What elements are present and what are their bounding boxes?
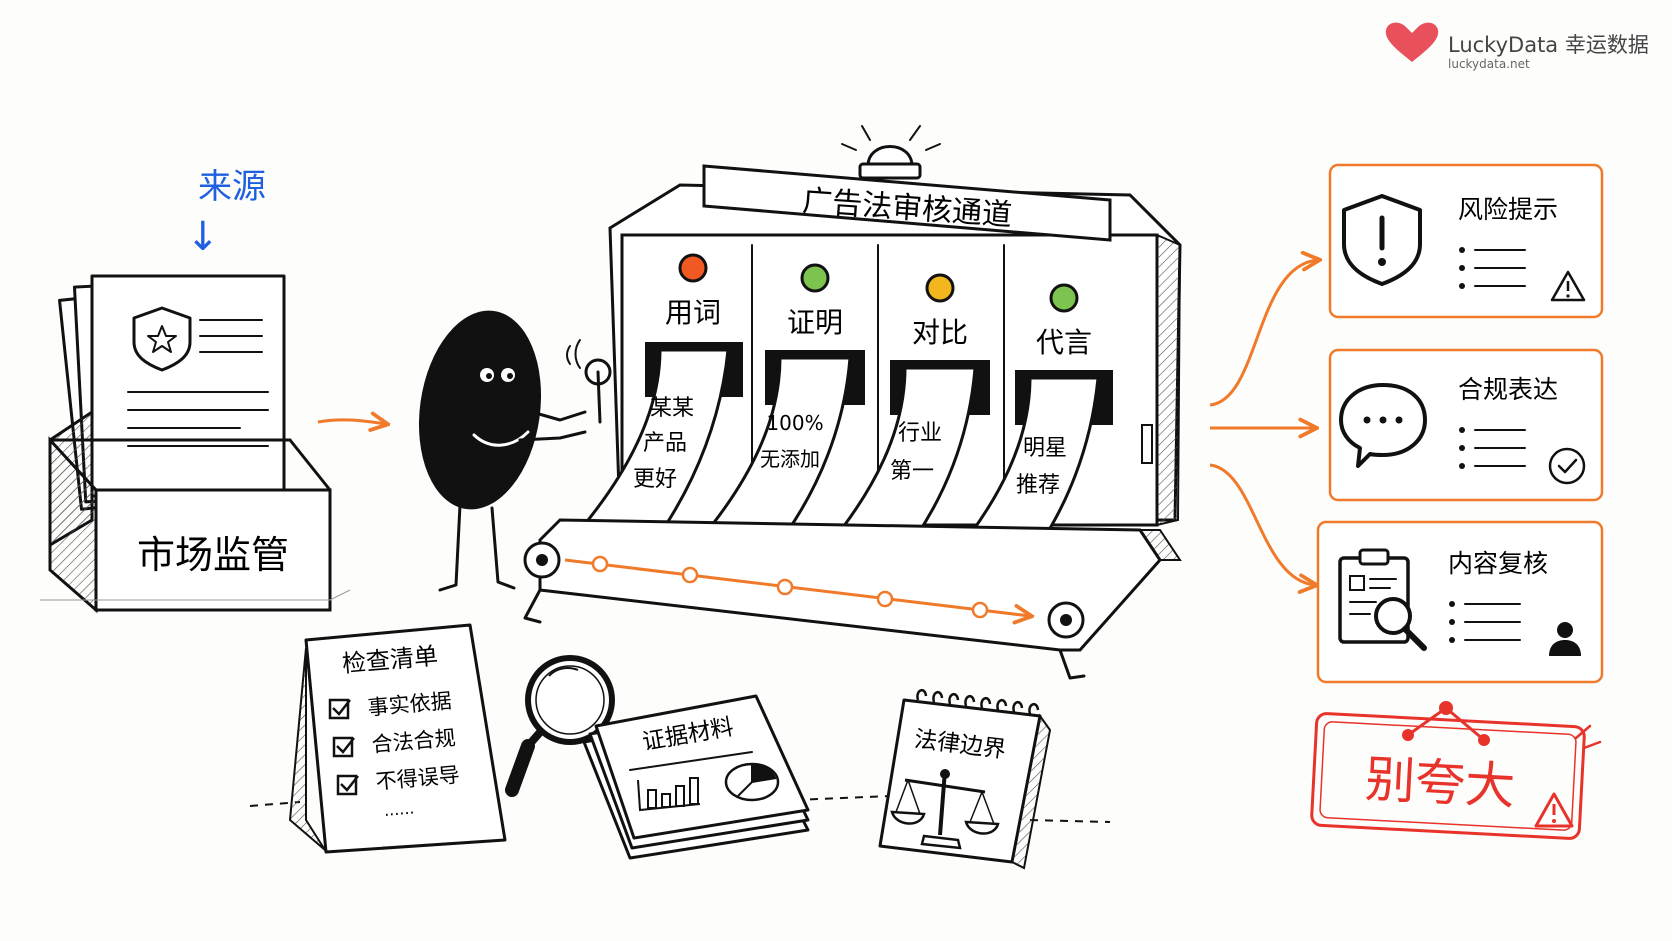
output-title: 合规表达: [1458, 375, 1558, 404]
legal-boundary-calendar: 法律边界: [878, 688, 1052, 870]
flow-arrow-risk: [1209, 260, 1318, 407]
slip-text: 无添加: [760, 447, 820, 471]
slip-text: 某某: [650, 396, 694, 421]
channel-comparison: 对比 行业 第一: [823, 273, 990, 567]
status-light-icon: [800, 263, 830, 293]
slip-text: 第一: [890, 459, 934, 484]
channel-label: 代言: [1036, 326, 1092, 359]
checklist-ellipsis: ......: [383, 798, 415, 820]
speech-bubble-icon: [1339, 383, 1427, 468]
operator-character: [418, 310, 612, 592]
alarm-light-icon: [841, 125, 941, 180]
output-content-review: 内容复核: [1316, 520, 1604, 684]
status-light-icon: [678, 253, 708, 283]
source-down-arrow: ↓: [186, 214, 220, 260]
market-regulation-box: 市场监管: [40, 409, 351, 614]
slip-text: 推荐: [1016, 473, 1060, 498]
warning-icon: [1550, 270, 1586, 302]
flow-arrow-review: [1209, 463, 1315, 585]
clipboard-search-icon: [1338, 548, 1427, 651]
slip-text: 产品: [643, 431, 687, 456]
no-exaggeration-stamp: 别夸大: [1310, 701, 1602, 840]
heart-logo-icon: [1385, 22, 1439, 62]
bar-chart-icon: [637, 777, 701, 812]
checklist-card: 检查清单 事实依据 合法合规 不得误导 ......: [288, 623, 507, 854]
slip-text: 100%: [766, 411, 823, 435]
source-group: 来源 ↓ 市场监管: [40, 167, 351, 614]
slip-text: 更好: [633, 467, 677, 492]
channel-label: 证明: [787, 306, 843, 339]
checkbox-icon: [332, 736, 355, 758]
conveyor-belt: [523, 518, 1182, 680]
document-stack-icon: [58, 274, 286, 511]
output-title: 风险提示: [1458, 195, 1558, 224]
box-label: 市场监管: [137, 533, 289, 577]
output-risk-alert: 风险提示: [1328, 163, 1604, 319]
stamp-text: 别夸大: [1364, 750, 1517, 816]
shield-exclamation-icon: [1342, 194, 1422, 286]
review-machine: 广告法审核通道 用词 某某 产品 更好 证明 100% 无添加 对比 行业: [523, 125, 1182, 680]
status-light-icon: [1049, 283, 1079, 313]
channel-label: 用词: [665, 296, 721, 329]
check-circle-icon: [1548, 447, 1586, 485]
channel-endorsement: 代言 明星 推荐: [948, 283, 1113, 577]
evidence-documents: 证据材料: [582, 694, 810, 860]
pie-chart-icon: [724, 762, 780, 802]
magnifier-icon: [505, 655, 615, 797]
brand-url: luckydata.net: [1448, 57, 1530, 71]
checkbox-icon: [336, 774, 359, 796]
flow-arrow-source: [317, 420, 386, 424]
scales-of-justice-icon: [890, 769, 1000, 850]
status-light-icon: [925, 273, 955, 303]
checkbox-icon: [328, 698, 351, 720]
slip-text: 明星: [1023, 436, 1067, 461]
brand-logo: LuckyData 幸运数据 luckydata.net: [1385, 22, 1649, 71]
warning-icon: [1534, 792, 1574, 828]
channel-wording: 用词 某某 产品 更好: [578, 253, 743, 550]
source-label: 来源: [198, 167, 266, 207]
output-title: 内容复核: [1448, 549, 1548, 578]
person-icon: [1549, 622, 1581, 656]
brand-name: LuckyData 幸运数据: [1448, 33, 1649, 57]
channel-label: 对比: [912, 316, 968, 349]
slip-text: 行业: [898, 421, 942, 446]
output-compliant-expression: 合规表达: [1328, 348, 1604, 502]
